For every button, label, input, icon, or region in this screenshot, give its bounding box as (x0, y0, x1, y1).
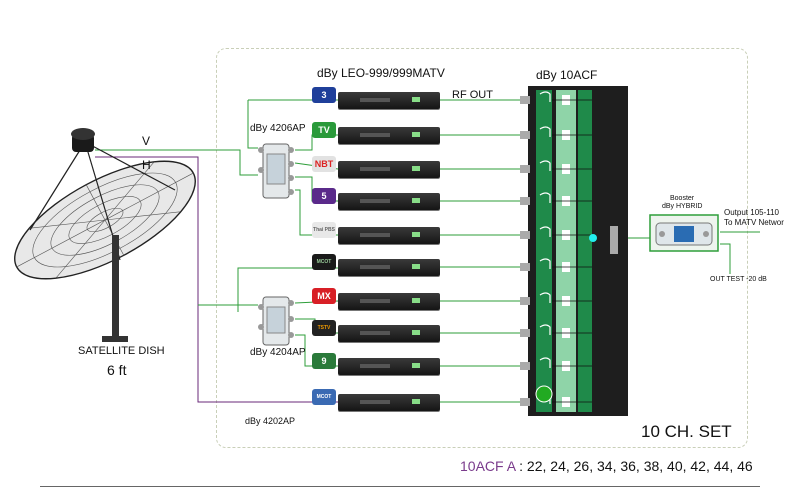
splitter-4206ap-icon (258, 143, 294, 199)
splitter-top-label: dBy 4206AP (250, 123, 306, 134)
output-network-label: To MATV Networ (724, 218, 784, 227)
channel-logo-4: 5 (312, 188, 336, 204)
combiner-10acf-icon (520, 86, 628, 416)
channel-logo-8: TSTV (312, 320, 336, 336)
wire-split-in (247, 100, 258, 149)
combiner-input-2 (520, 131, 530, 139)
receiver-10 (338, 394, 440, 411)
booster-hybrid-icon (649, 214, 719, 252)
channel-logo-9: 9 (312, 353, 336, 369)
combiner-input-5 (520, 231, 530, 239)
receiver-8 (338, 325, 440, 342)
receiver-5 (338, 227, 440, 244)
receiver-9 (338, 358, 440, 375)
combiner-input-9 (520, 362, 530, 370)
channel-logo-7: MX (312, 288, 336, 304)
combiner-label: dBy 10ACF (536, 68, 598, 82)
receiver-3 (338, 161, 440, 178)
satellite-dish-icon (14, 128, 196, 342)
combiner-input-4 (520, 197, 530, 205)
output-range-label: Output 105-110 (724, 208, 780, 217)
channel-logo-1: 3 (312, 87, 336, 103)
dish-size: 6 ft (107, 362, 127, 378)
combiner-input-3 (520, 165, 530, 173)
combiner-input-1 (520, 96, 530, 104)
page-title: dBy LEO-999/999MATV (317, 66, 445, 80)
channel-logo-6: MCOT (312, 254, 336, 270)
wire-h (95, 156, 338, 403)
dish-label: SATELLITE DISH (78, 345, 165, 357)
combiner-input-7 (520, 297, 530, 305)
splitter-bottom-label: dBy 4204AP (250, 347, 306, 358)
footer-rule (40, 486, 760, 487)
wire-out-6 (237, 267, 338, 312)
footer-prefix: 10ACF A (460, 458, 516, 474)
splitter-4204ap-icon (258, 296, 294, 346)
receiver-1 (338, 92, 440, 109)
receiver-4 (338, 193, 440, 210)
lnb-v-label: V (142, 134, 151, 148)
receiver-7 (338, 293, 440, 310)
booster-title: Booster (670, 195, 695, 202)
wire-v (95, 149, 258, 176)
lnb-h-label: H (142, 158, 151, 172)
channel-logo-10: MCOT (312, 389, 336, 405)
set-label: 10 CH. SET (641, 422, 732, 441)
combiner-input-6 (520, 263, 530, 271)
channel-logo-5: Thai PBS (312, 222, 336, 238)
footer-channel-list: : 22, 24, 26, 34, 36, 38, 40, 42, 44, 46 (519, 458, 753, 474)
channel-logo-3: NBT (312, 156, 336, 172)
receiver-6 (338, 259, 440, 276)
combiner-input-10 (520, 398, 530, 406)
combiner-input-8 (520, 329, 530, 337)
wire-out-test (720, 243, 731, 274)
channel-logo-2: TV (312, 122, 336, 138)
out-test-label: OUT TEST -20 dB (710, 276, 767, 283)
splitter-single-label: dBy 4202AP (245, 416, 296, 426)
footer-channels: 10ACF A : 22, 24, 26, 34, 36, 38, 40, 42… (460, 458, 753, 474)
booster-model: dBy HYBRID (662, 203, 703, 210)
rf-out-label: RF OUT (452, 89, 493, 101)
receiver-2 (338, 127, 440, 144)
